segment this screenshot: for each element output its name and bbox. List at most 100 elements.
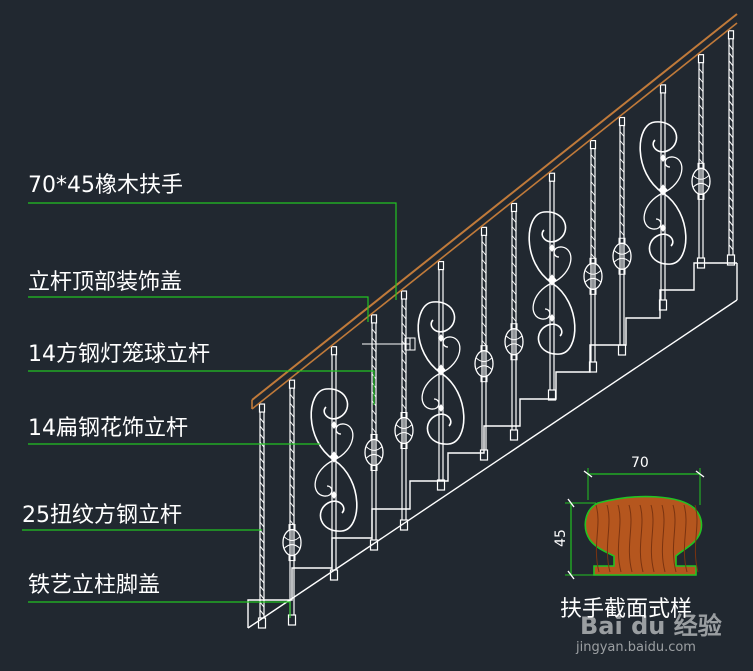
lantern-collar-top [589, 257, 597, 264]
scroll-panels [310, 121, 687, 532]
post-cap [548, 172, 556, 182]
twist-stroke [590, 226, 596, 232]
twist-stroke [481, 250, 487, 256]
label-flat-scroll-post: 14扁钢花饰立杆 [28, 416, 188, 441]
twist-stroke [481, 331, 487, 337]
twist-stroke [289, 492, 295, 499]
baluster [547, 172, 557, 401]
post-foot-cap [617, 344, 627, 356]
post-cap [727, 30, 735, 40]
scroll-upper-s [528, 211, 567, 284]
twist-stroke [289, 429, 295, 436]
twist-stroke [590, 253, 596, 259]
lantern-collar-top [480, 345, 488, 352]
lantern-ball [474, 345, 494, 383]
twist-stroke [371, 328, 377, 335]
twist-stroke [619, 185, 625, 191]
twist-stroke [728, 180, 734, 187]
twist-stroke [728, 156, 734, 163]
twist-stroke [728, 212, 734, 219]
leader-line [28, 370, 375, 405]
lantern-collar-bottom [480, 376, 488, 383]
twist-stroke [728, 236, 734, 243]
twist-stroke [289, 393, 295, 400]
twist-stroke [728, 116, 734, 123]
twist-stroke [259, 561, 265, 568]
twist-stroke [590, 217, 596, 223]
lantern-weave [505, 328, 523, 355]
twist-stroke [481, 313, 487, 319]
handrail-profile [565, 468, 705, 580]
post-foot-cap [588, 361, 598, 373]
twist-stroke [698, 149, 704, 155]
twist-stroke [401, 376, 407, 383]
twist-stroke [371, 337, 377, 344]
lantern-weave [475, 350, 493, 377]
twist-stroke [698, 86, 704, 92]
twist-stroke [481, 304, 487, 310]
lantern-weave [365, 439, 383, 466]
twist-stroke [590, 208, 596, 214]
profile-width-label: 70 [631, 455, 649, 471]
post-foot-cap [696, 257, 706, 269]
dim-ticks [567, 470, 705, 580]
twist-stroke [590, 199, 596, 205]
twist-stroke [481, 259, 487, 265]
post-foot-cap [658, 299, 668, 311]
twist-stroke [728, 244, 734, 251]
twist-stroke [481, 322, 487, 328]
wood-grain [617, 504, 622, 573]
scroll-rosette [436, 364, 446, 376]
twist-stroke [401, 331, 407, 338]
twist-stroke [259, 513, 265, 520]
twist-stroke [259, 553, 265, 560]
twist-stroke [619, 131, 625, 137]
scroll-curl-right [440, 336, 461, 374]
twist-stroke [259, 433, 265, 440]
twist-stroke [511, 226, 517, 232]
twist-stroke [259, 529, 265, 536]
twist-stroke [728, 92, 734, 99]
twist-stroke [698, 104, 704, 110]
twist-stroke [511, 244, 517, 250]
wood-grain [606, 504, 611, 573]
twist-stroke [619, 221, 625, 227]
post-foot-cap [329, 569, 339, 581]
twist-stroke [289, 483, 295, 490]
label-lantern-post: 14方钢灯笼球立杆 [28, 342, 210, 367]
twist-stroke [289, 474, 295, 481]
post-cap [480, 226, 488, 236]
twist-stroke [511, 262, 517, 268]
baluster [588, 140, 598, 373]
baluster [696, 54, 706, 269]
scroll-curl-left [532, 282, 553, 320]
lantern-collar-bottom [510, 354, 518, 361]
twist-stroke [259, 577, 265, 584]
post-cap [510, 202, 518, 213]
twist-stroke [289, 465, 295, 472]
twist-stroke [401, 385, 407, 392]
twist-stroke [619, 203, 625, 209]
twist-stroke [728, 172, 734, 179]
scroll-lower-s [426, 372, 465, 445]
twist-stroke [511, 235, 517, 241]
twist-stroke [728, 196, 734, 203]
lantern-weave [395, 417, 413, 444]
twist-stroke [259, 481, 265, 488]
leader-line [28, 202, 397, 300]
lantern-weave [613, 243, 631, 270]
twist-stroke [511, 271, 517, 277]
twist-stroke [371, 427, 377, 434]
lantern-collar-bottom [589, 288, 597, 295]
twist-stroke [259, 473, 265, 480]
scroll-panel [528, 211, 576, 355]
twist-stroke [728, 132, 734, 139]
twist-stroke [590, 181, 596, 187]
post-cap [330, 346, 338, 356]
scroll-panel [639, 121, 687, 265]
scroll-bud-bottom [660, 224, 666, 232]
twist-stroke [511, 217, 517, 223]
baluster [658, 84, 668, 311]
profile-shape [584, 495, 703, 576]
scroll-rosette [658, 184, 668, 196]
